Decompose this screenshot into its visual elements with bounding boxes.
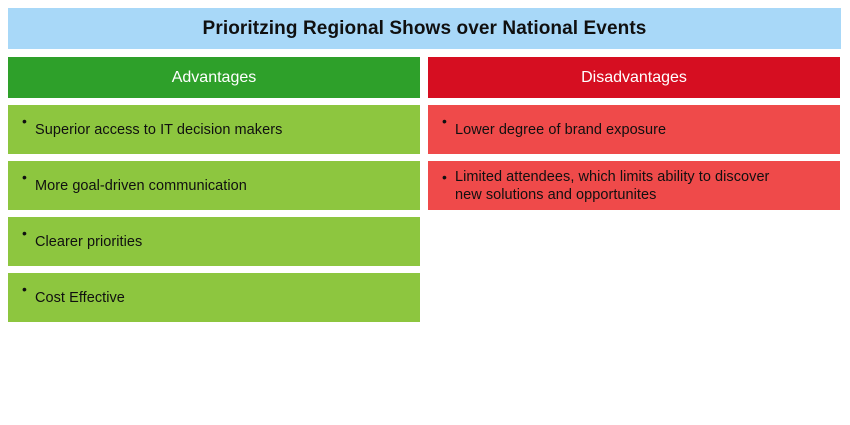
bullet-icon: • [22, 169, 27, 185]
list-item: • Limited attendees, which limits abilit… [428, 161, 840, 210]
bullet-icon: • [442, 113, 447, 129]
page-title: Prioritzing Regional Shows over National… [202, 18, 647, 39]
column-header-advantages: Advantages [8, 57, 420, 98]
bullet-icon: • [22, 113, 27, 129]
bullet-icon: • [442, 169, 447, 185]
comparison-columns: Advantages • Superior access to IT decis… [8, 57, 841, 322]
list-item: • Cost Effective [8, 273, 420, 322]
column-disadvantages: Disadvantages • Lower degree of brand ex… [428, 57, 840, 210]
bullet-icon: • [22, 281, 27, 297]
bullet-icon: • [22, 225, 27, 241]
list-item: • Superior access to IT decision makers [8, 105, 420, 154]
column-header-advantages-label: Advantages [171, 68, 257, 86]
list-item: • Clearer priorities [8, 217, 420, 266]
column-advantages: Advantages • Superior access to IT decis… [8, 57, 420, 322]
list-item-label: Lower degree of brand exposure [455, 121, 667, 138]
list-item-label: Clearer priorities [35, 233, 143, 250]
list-item-label: Superior access to IT decision makers [35, 121, 283, 138]
list-item-label: More goal-driven communication [35, 177, 247, 194]
slide-title-banner: Prioritzing Regional Shows over National… [8, 8, 841, 49]
list-item-label: Cost Effective [35, 289, 125, 306]
list-item-label: Limited attendees, which limits ability … [455, 168, 770, 203]
list-item: • Lower degree of brand exposure [428, 105, 840, 154]
column-header-disadvantages: Disadvantages [428, 57, 840, 98]
column-header-disadvantages-label: Disadvantages [581, 68, 687, 86]
list-item: • More goal-driven communication [8, 161, 420, 210]
